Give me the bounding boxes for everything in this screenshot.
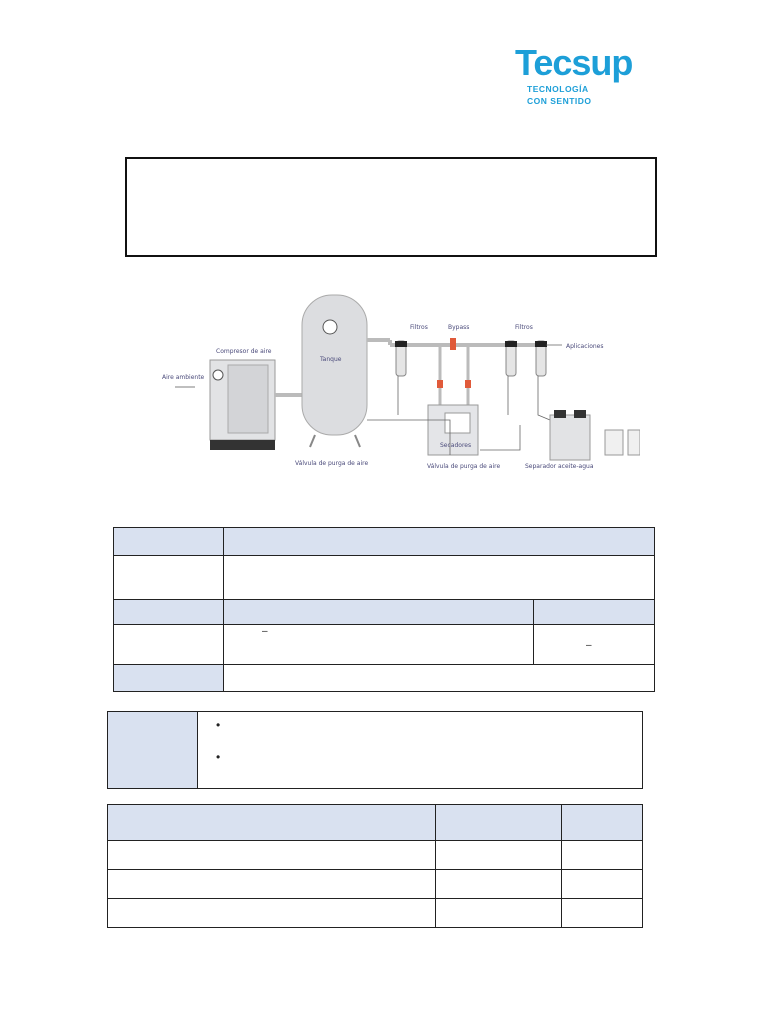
dash-mark: –	[262, 626, 268, 637]
compressor-label: Compresor de aire	[216, 348, 272, 355]
note-label-cell	[107, 711, 198, 789]
note-table: • •	[107, 711, 643, 789]
table-row	[107, 898, 643, 928]
info-data-3: –	[533, 624, 655, 665]
bullet-icon: •	[216, 718, 221, 732]
info-row-value	[223, 555, 655, 600]
logo-tagline-1: TECNOLOGÍA	[527, 84, 589, 94]
table-row	[107, 869, 643, 899]
compressor-panel	[227, 364, 269, 434]
bypass-label: Bypass	[448, 324, 469, 331]
ambient-air-label: Aire ambiente	[162, 374, 205, 381]
list-header-1	[107, 804, 436, 841]
info-footer-value	[223, 664, 655, 692]
dryer-label: Secadores	[440, 442, 471, 449]
collector-1	[604, 429, 624, 456]
info-subheader-1	[113, 599, 224, 625]
logo-wordmark: Tecsup	[515, 42, 633, 83]
applications-label: Aplicaciones	[566, 343, 603, 350]
tank-purge-label: Válvula de purga de aire	[295, 460, 368, 467]
air-tank	[301, 294, 368, 436]
tank-gauge-icon	[322, 319, 338, 335]
note-bullet-item: •	[216, 718, 642, 750]
info-table: – –	[113, 527, 655, 692]
note-bullet-item: •	[216, 750, 642, 782]
filters-label: Filtros	[515, 324, 533, 331]
collector-2	[627, 429, 640, 456]
separator-label: Separador aceite-agua	[525, 463, 594, 470]
info-row-label	[113, 555, 224, 600]
compressed-air-diagram: Compresor de aire Aire ambiente Tanque V…	[162, 294, 640, 470]
note-bullet-list: • •	[198, 712, 642, 788]
list-header-3	[561, 804, 643, 841]
info-header-value	[223, 527, 655, 556]
bullet-icon: •	[216, 750, 221, 764]
info-subheader-2	[223, 599, 534, 625]
info-footer-label	[113, 664, 224, 692]
oil-water-separator	[549, 414, 591, 461]
table-row	[107, 840, 643, 870]
tank-label: Tanque	[319, 356, 342, 363]
title-box	[125, 157, 657, 257]
list-header-2	[435, 804, 562, 841]
dash-mark: –	[586, 639, 592, 651]
list-table	[107, 804, 643, 928]
bypass-valve	[450, 338, 456, 350]
filter-label: Filtros	[410, 324, 428, 331]
info-data-2: –	[223, 624, 534, 665]
note-content-cell: • •	[197, 711, 643, 789]
tecsup-logo: Tecsup TECNOLOGÍA CON SENTIDO	[515, 42, 665, 112]
info-header-label	[113, 527, 224, 556]
info-subheader-3	[533, 599, 655, 625]
logo-tagline-2: CON SENTIDO	[527, 96, 592, 106]
dryer-purge-label: Válvula de purga de aire	[427, 463, 500, 470]
info-data-1	[113, 624, 224, 665]
compressor-gauge-icon	[212, 369, 224, 381]
compressor-base	[210, 440, 275, 450]
